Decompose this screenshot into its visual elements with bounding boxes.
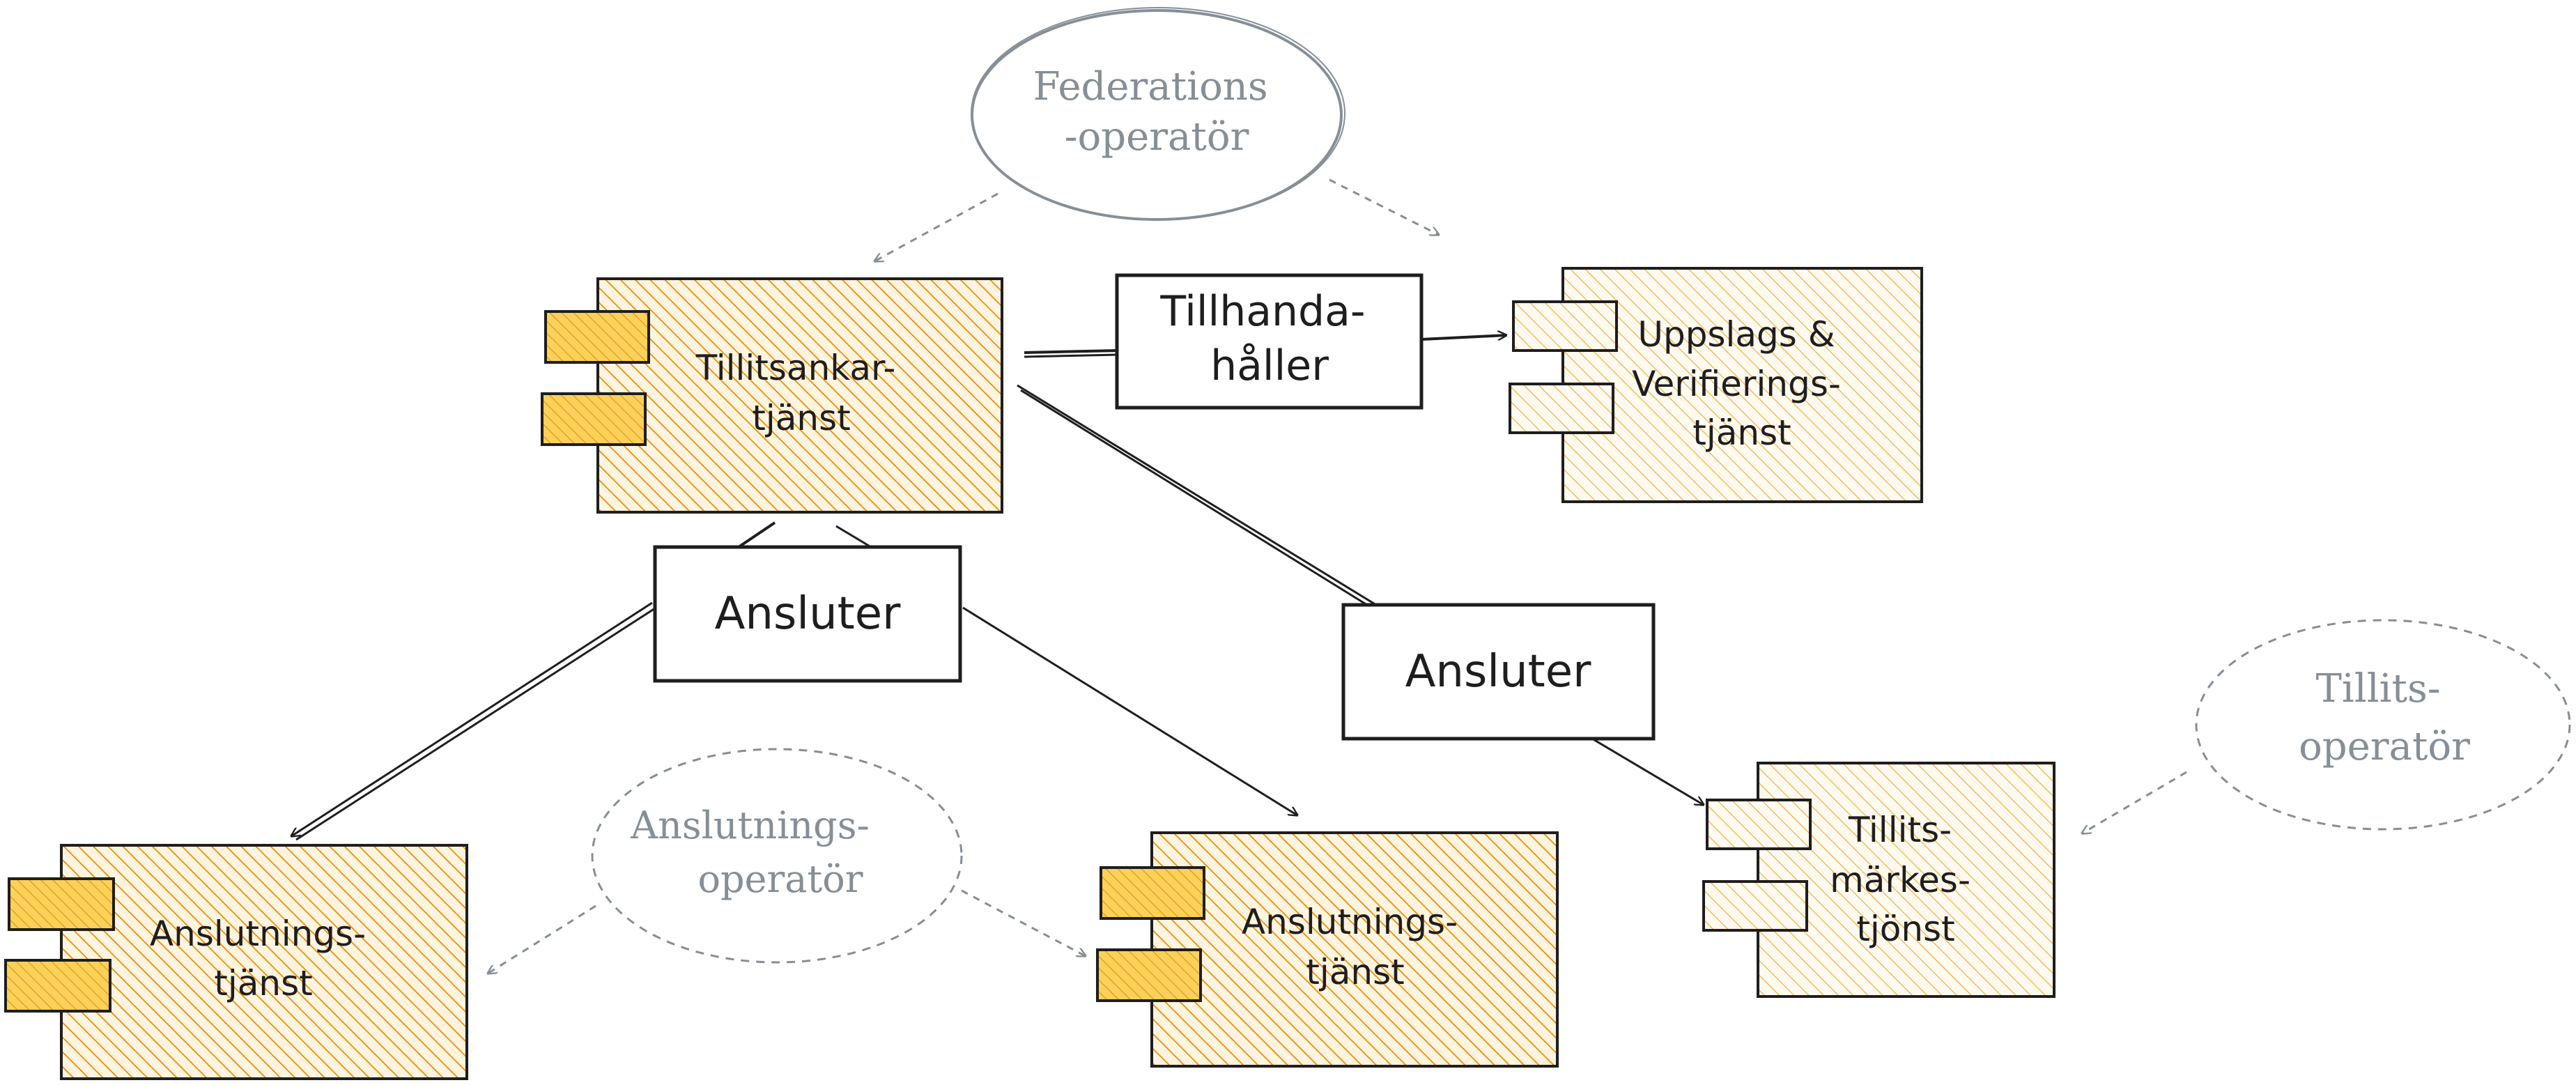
component-lookup-line-1: Uppslags & <box>1637 314 1835 355</box>
port-icon <box>4 959 111 1013</box>
operator-connection-line-1: Anslutnings- <box>630 803 870 847</box>
port-icon <box>541 392 647 446</box>
relation-provides-line-2: håller <box>1210 341 1329 390</box>
edge-connects-main-to-connection-mid <box>962 606 1297 815</box>
port-icon <box>8 877 115 931</box>
svg-text:Anslutnings- tjänst: Anslutnings- tjänst <box>150 914 377 1003</box>
component-trust-anchor-line-1: Tillitsankar- <box>695 348 896 388</box>
component-connection-mid-line-1: Anslutnings- <box>1242 902 1458 942</box>
svg-text:Tillits- märkes- t: Tillits- märkes- tjönst <box>1830 810 1982 949</box>
relation-connects-right: Ansluter <box>1341 603 1656 741</box>
svg-text:Ansluter: Ansluter <box>1405 646 1592 698</box>
relation-connects-right-label: Ansluter <box>1405 646 1592 698</box>
edge-anchor-to-connects-right <box>1017 384 1377 606</box>
svg-text:Anslutnings- tjänst: Anslutnings- tjänst <box>1242 902 1469 992</box>
relation-connects-main: Ansluter <box>653 545 962 683</box>
edge-anchor-to-connects-main-a <box>737 521 776 548</box>
svg-text:Anslutnings- operatör: Anslutnings- operatör <box>630 803 881 901</box>
connectors <box>291 178 2187 974</box>
operator-federation-line-1: Federations <box>1033 64 1268 109</box>
svg-text:Ansluter: Ansluter <box>715 588 902 640</box>
edge-provides-to-lookup <box>1421 335 1506 341</box>
edge-connection-op-to-mid <box>961 889 1086 956</box>
svg-text:Tillits- operatör: Tillits- operatör <box>2299 666 2470 769</box>
edge-anchor-to-provides-2 <box>1024 353 1119 358</box>
svg-text:Tillitsankar- tjänst: Tillitsankar- tjänst <box>695 348 907 438</box>
edge-connection-op-to-left <box>488 905 596 974</box>
port-icon <box>1509 383 1614 434</box>
operator-trust-line-1: Tillits- <box>2316 666 2441 711</box>
edge-connects-main-to-connection-left-2 <box>295 607 656 841</box>
relation-provides-line-1: Tillhanda- <box>1159 287 1365 336</box>
edge-anchor-to-connects-main-b <box>835 525 872 548</box>
port-icon <box>1702 880 1808 932</box>
edge-federation-to-anchor <box>874 192 998 261</box>
edge-anchor-to-connects-right-2 <box>1020 389 1373 610</box>
port-icon <box>1706 799 1812 850</box>
port-icon <box>1096 948 1202 1002</box>
operator-federation-line-2: -operatör <box>1065 114 1249 160</box>
operator-trust-line-2: operatör <box>2299 724 2470 769</box>
component-connection-left-line-2: tjänst <box>214 963 312 1003</box>
edge-connects-right-to-trust-mark <box>1591 737 1704 805</box>
svg-text:Federations -operatör: Federations -operatör <box>1033 64 1281 160</box>
component-connection-left-line-1: Anslutnings- <box>150 914 366 954</box>
component-connection-mid: Anslutnings- tjänst <box>1096 831 1559 1068</box>
relation-provides: Tillhanda- håller <box>1115 273 1424 410</box>
operator-connection-line-2: operatör <box>697 857 863 901</box>
edge-trust-to-trust-mark <box>2082 771 2187 833</box>
port-icon <box>1512 300 1618 352</box>
component-trust-mark-line-3: tjönst <box>1856 909 1954 949</box>
svg-text:Uppslags & Verifierings-: Uppslags & Verifierings- tjänst <box>1632 314 1852 453</box>
component-trust-mark: Tillits- märkes- tjönst <box>1702 762 2056 998</box>
component-lookup-line-3: tjänst <box>1692 413 1791 453</box>
component-trust-anchor-line-2: tjänst <box>752 398 850 438</box>
component-lookup-line-2: Verifierings- <box>1632 364 1841 404</box>
port-icon <box>1100 866 1205 920</box>
operator-connection: Anslutnings- operatör <box>591 748 963 964</box>
component-trust-anchor: Tillitsankar- tjänst <box>541 277 1003 514</box>
operator-trust: Tillits- operatör <box>2195 619 2571 831</box>
relation-connects-main-label: Ansluter <box>715 588 902 640</box>
component-trust-mark-line-2: märkes- <box>1830 860 1970 900</box>
svg-text:Tillhanda- håller: Tillhanda- håller <box>1159 287 1378 390</box>
component-lookup: Uppslags & Verifierings- tjänst <box>1509 267 1923 503</box>
edge-federation-to-lookup <box>1329 178 1439 235</box>
component-connection-left: Anslutnings- tjänst <box>4 844 468 1080</box>
edge-connects-main-to-connection-left <box>291 601 653 836</box>
component-connection-mid-line-2: tjänst <box>1306 952 1404 992</box>
operator-federation: Federations -operatör <box>971 7 1345 221</box>
port-icon <box>544 310 650 364</box>
edge-anchor-to-provides <box>1024 349 1119 354</box>
component-trust-mark-line-1: Tillits- <box>1848 810 1952 850</box>
